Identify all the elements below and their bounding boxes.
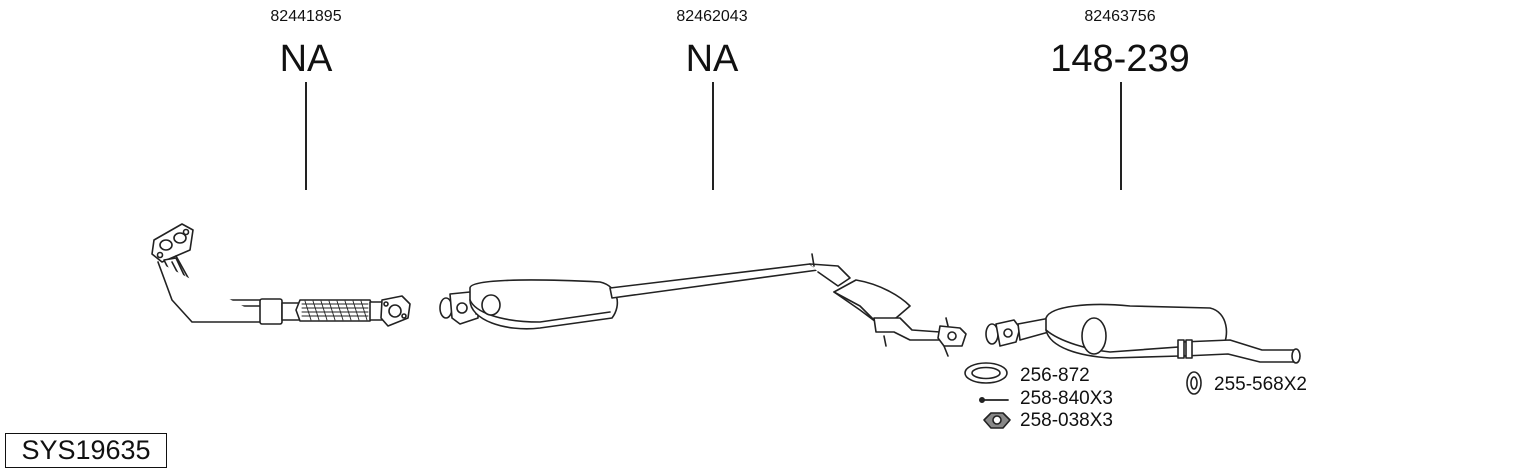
part-number-rear[interactable]: 148-239 xyxy=(1050,38,1190,80)
accessory-label-rubber-mount[interactable]: 255-568X2 xyxy=(1214,374,1307,395)
gasket-ring-icon xyxy=(964,362,1008,384)
system-code-label: SYS19635 xyxy=(5,433,167,468)
part-number-front[interactable]: NA xyxy=(279,38,333,80)
leader-line-middle xyxy=(712,82,714,190)
front-pipe[interactable] xyxy=(151,223,411,327)
accessory-label-bolt[interactable]: 258-840X3 xyxy=(1020,388,1113,409)
nut-icon xyxy=(983,412,1011,429)
bolt-icon xyxy=(978,396,1009,403)
part-number-middle[interactable]: NA xyxy=(685,38,739,80)
rear-silencer[interactable] xyxy=(985,303,1301,364)
oe-number-middle: 82462043 xyxy=(676,8,748,25)
middle-silencer[interactable] xyxy=(439,253,967,357)
oe-number-rear: 82463756 xyxy=(1084,8,1156,25)
accessory-label-nut[interactable]: 258-038X3 xyxy=(1020,410,1113,431)
rubber-mount-icon xyxy=(1186,371,1202,395)
leader-line-front xyxy=(305,82,307,190)
leader-line-rear xyxy=(1120,82,1122,190)
accessory-label-gasket[interactable]: 256-872 xyxy=(1020,365,1090,386)
oe-number-front: 82441895 xyxy=(270,8,342,25)
